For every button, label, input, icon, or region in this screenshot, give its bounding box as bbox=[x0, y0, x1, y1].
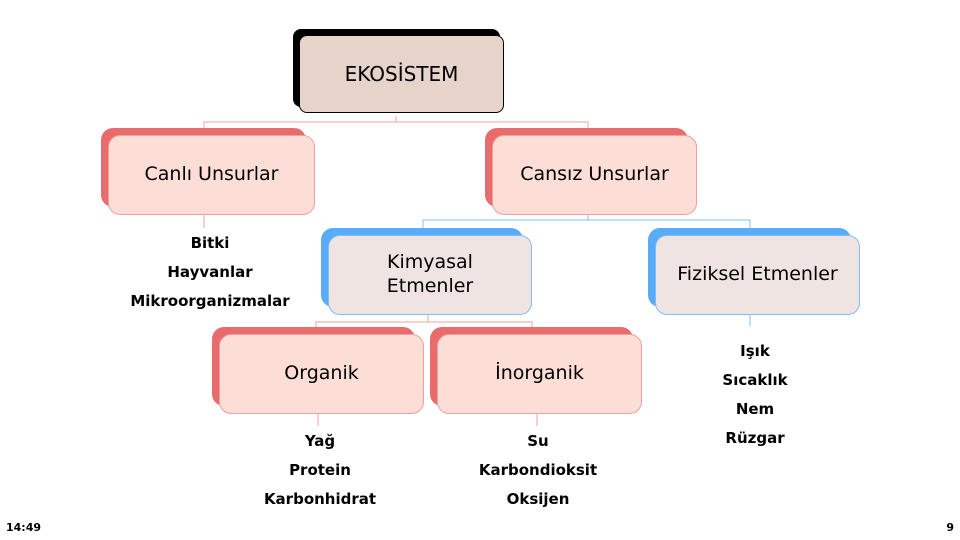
node-cansiz-label: Cansız Unsurlar bbox=[520, 163, 669, 186]
node-fiziksel-label: Fiziksel Etmenler bbox=[677, 263, 838, 286]
node-fiziksel-etmenler: Fiziksel Etmenler bbox=[648, 228, 860, 316]
fiziksel-items-list: Işık Sıcaklık Nem Rüzgar bbox=[680, 337, 830, 453]
list-item: Bitki bbox=[190, 234, 230, 252]
list-item: Hayvanlar bbox=[167, 263, 253, 281]
list-item: Nem bbox=[735, 400, 775, 418]
node-ekosistem-label: EKOSİSTEM bbox=[344, 61, 459, 86]
list-item: Yağ bbox=[304, 432, 336, 450]
list-item: Karbonhidrat bbox=[263, 490, 377, 508]
list-item: Su bbox=[527, 432, 549, 450]
list-item: Rüzgar bbox=[725, 429, 785, 447]
list-item: Oksijen bbox=[506, 490, 570, 508]
node-canli-unsurlar: Canlı Unsurlar bbox=[101, 128, 315, 216]
list-item: Sıcaklık bbox=[722, 371, 788, 389]
node-inorganik: İnorganik bbox=[430, 327, 642, 415]
footer-page-number: 9 bbox=[946, 521, 954, 534]
node-cansiz-unsurlar: Cansız Unsurlar bbox=[485, 128, 697, 216]
list-item: Mikroorganizmalar bbox=[130, 292, 290, 310]
list-item: Karbondioksit bbox=[478, 461, 598, 479]
node-organik: Organik bbox=[212, 327, 424, 415]
node-inorganik-label: İnorganik bbox=[495, 362, 584, 385]
node-kimyasal-label: Kimyasal Etmenler bbox=[386, 251, 474, 297]
list-item: Işık bbox=[740, 342, 770, 360]
footer-time: 14:49 bbox=[6, 521, 42, 534]
canli-items-list: Bitki Hayvanlar Mikroorganizmalar bbox=[110, 229, 310, 316]
inorganik-items-list: Su Karbondioksit Oksijen bbox=[453, 427, 623, 514]
organik-items-list: Yağ Protein Karbonhidrat bbox=[235, 427, 405, 514]
node-canli-label: Canlı Unsurlar bbox=[144, 163, 279, 186]
node-ekosistem: EKOSİSTEM bbox=[293, 29, 506, 115]
node-organik-label: Organik bbox=[284, 362, 359, 385]
list-item: Protein bbox=[289, 461, 351, 479]
node-kimyasal-etmenler: Kimyasal Etmenler bbox=[321, 228, 532, 316]
